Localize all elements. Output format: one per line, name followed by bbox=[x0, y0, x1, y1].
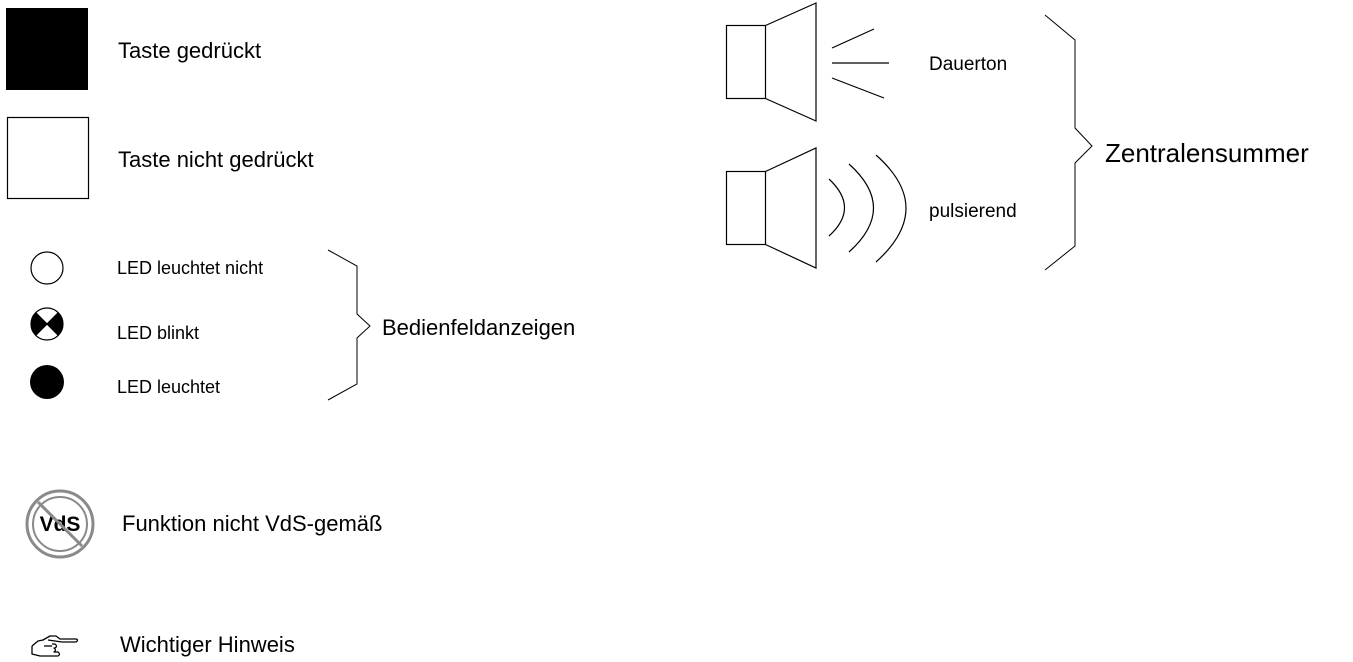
led-blinking-label: LED blinkt bbox=[117, 323, 200, 343]
important-note-label: Wichtiger Hinweis bbox=[120, 632, 295, 657]
key-not-pressed-square-icon bbox=[6, 116, 90, 200]
led-off-icon bbox=[30, 251, 64, 285]
vds-prohibited-icon: VdS bbox=[25, 489, 95, 559]
led-on-label: LED leuchtet bbox=[117, 377, 221, 397]
pulsing-tone-label: pulsierend bbox=[929, 201, 1017, 222]
key-pressed-square-icon bbox=[6, 8, 88, 90]
led-on-icon bbox=[30, 365, 64, 399]
led-group-brace bbox=[327, 249, 371, 401]
pointing-hand-icon bbox=[31, 635, 79, 657]
led-group-label: Bedienfeldanzeigen bbox=[382, 315, 576, 340]
led-off-label: LED leuchtet nicht bbox=[117, 258, 264, 278]
speaker-pulsing-icon bbox=[725, 147, 907, 269]
key-not-pressed-label: Taste nicht gedrückt bbox=[118, 147, 314, 172]
vds-label: Funktion nicht VdS-gemäß bbox=[122, 511, 383, 536]
buzzer-group-brace bbox=[1044, 14, 1093, 271]
led-blinking-icon bbox=[30, 307, 64, 341]
key-pressed-label: Taste gedrückt bbox=[118, 38, 262, 63]
continuous-tone-label: Dauerton bbox=[929, 54, 1008, 75]
speaker-continuous-icon bbox=[725, 2, 889, 122]
buzzer-group-label: Zentralensummer bbox=[1105, 138, 1309, 168]
